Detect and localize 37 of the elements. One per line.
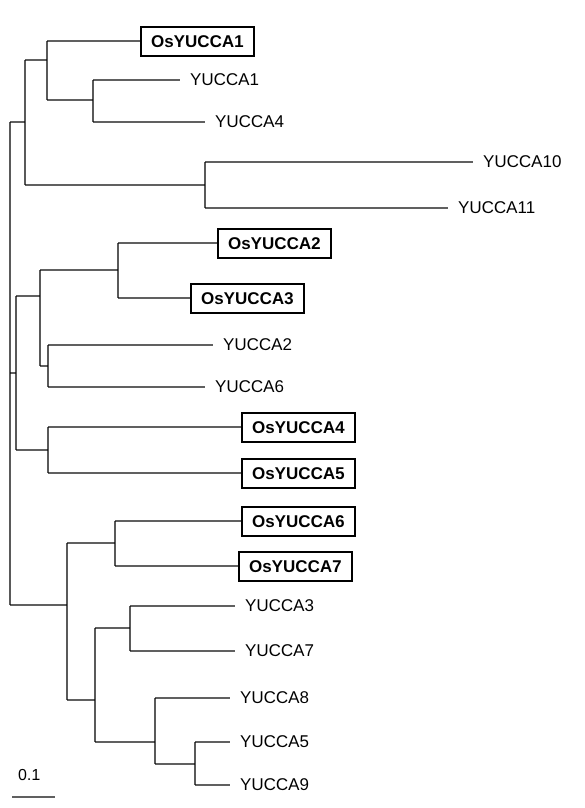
- branch-line: [130, 650, 235, 652]
- branch-line: [93, 121, 205, 123]
- branch-line: [93, 79, 180, 81]
- branch-line: [115, 565, 238, 567]
- boxed-gene-label: OsYUCCA5: [241, 458, 356, 488]
- branch-line: [48, 344, 213, 346]
- gene-label: YUCCA10: [473, 151, 562, 173]
- gene-label: YUCCA3: [235, 595, 314, 617]
- branch-line: [195, 741, 230, 743]
- branch-line: [205, 161, 473, 163]
- gene-label: YUCCA9: [230, 774, 309, 796]
- gene-label: YUCCA8: [230, 687, 309, 709]
- gene-label: YUCCA7: [235, 640, 314, 662]
- boxed-gene-label: OsYUCCA1: [140, 26, 255, 56]
- branch-line: [118, 242, 217, 244]
- gene-label: YUCCA1: [180, 69, 259, 91]
- branch-line: [155, 697, 230, 699]
- gene-label: YUCCA11: [448, 197, 536, 219]
- branch-line: [115, 520, 241, 522]
- branch-line: [48, 472, 241, 474]
- boxed-gene-label: OsYUCCA2: [217, 228, 332, 258]
- boxed-gene-label: OsYUCCA6: [241, 506, 356, 536]
- gene-label: YUCCA4: [205, 111, 284, 133]
- gene-label: YUCCA5: [230, 731, 309, 753]
- branch-line: [47, 40, 140, 42]
- branch-line: [48, 386, 205, 388]
- scale-label: 0.1: [18, 767, 40, 785]
- branch-line: [130, 605, 235, 607]
- gene-label: YUCCA2: [213, 334, 292, 356]
- branch-line: [48, 426, 241, 428]
- branch-line: [195, 784, 230, 786]
- branch-line: [205, 207, 448, 209]
- branch-line: [118, 297, 190, 299]
- boxed-gene-label: OsYUCCA7: [238, 550, 353, 582]
- boxed-gene-label: OsYUCCA4: [241, 412, 356, 442]
- boxed-gene-label: OsYUCCA3: [190, 282, 305, 314]
- gene-label: YUCCA6: [205, 376, 284, 398]
